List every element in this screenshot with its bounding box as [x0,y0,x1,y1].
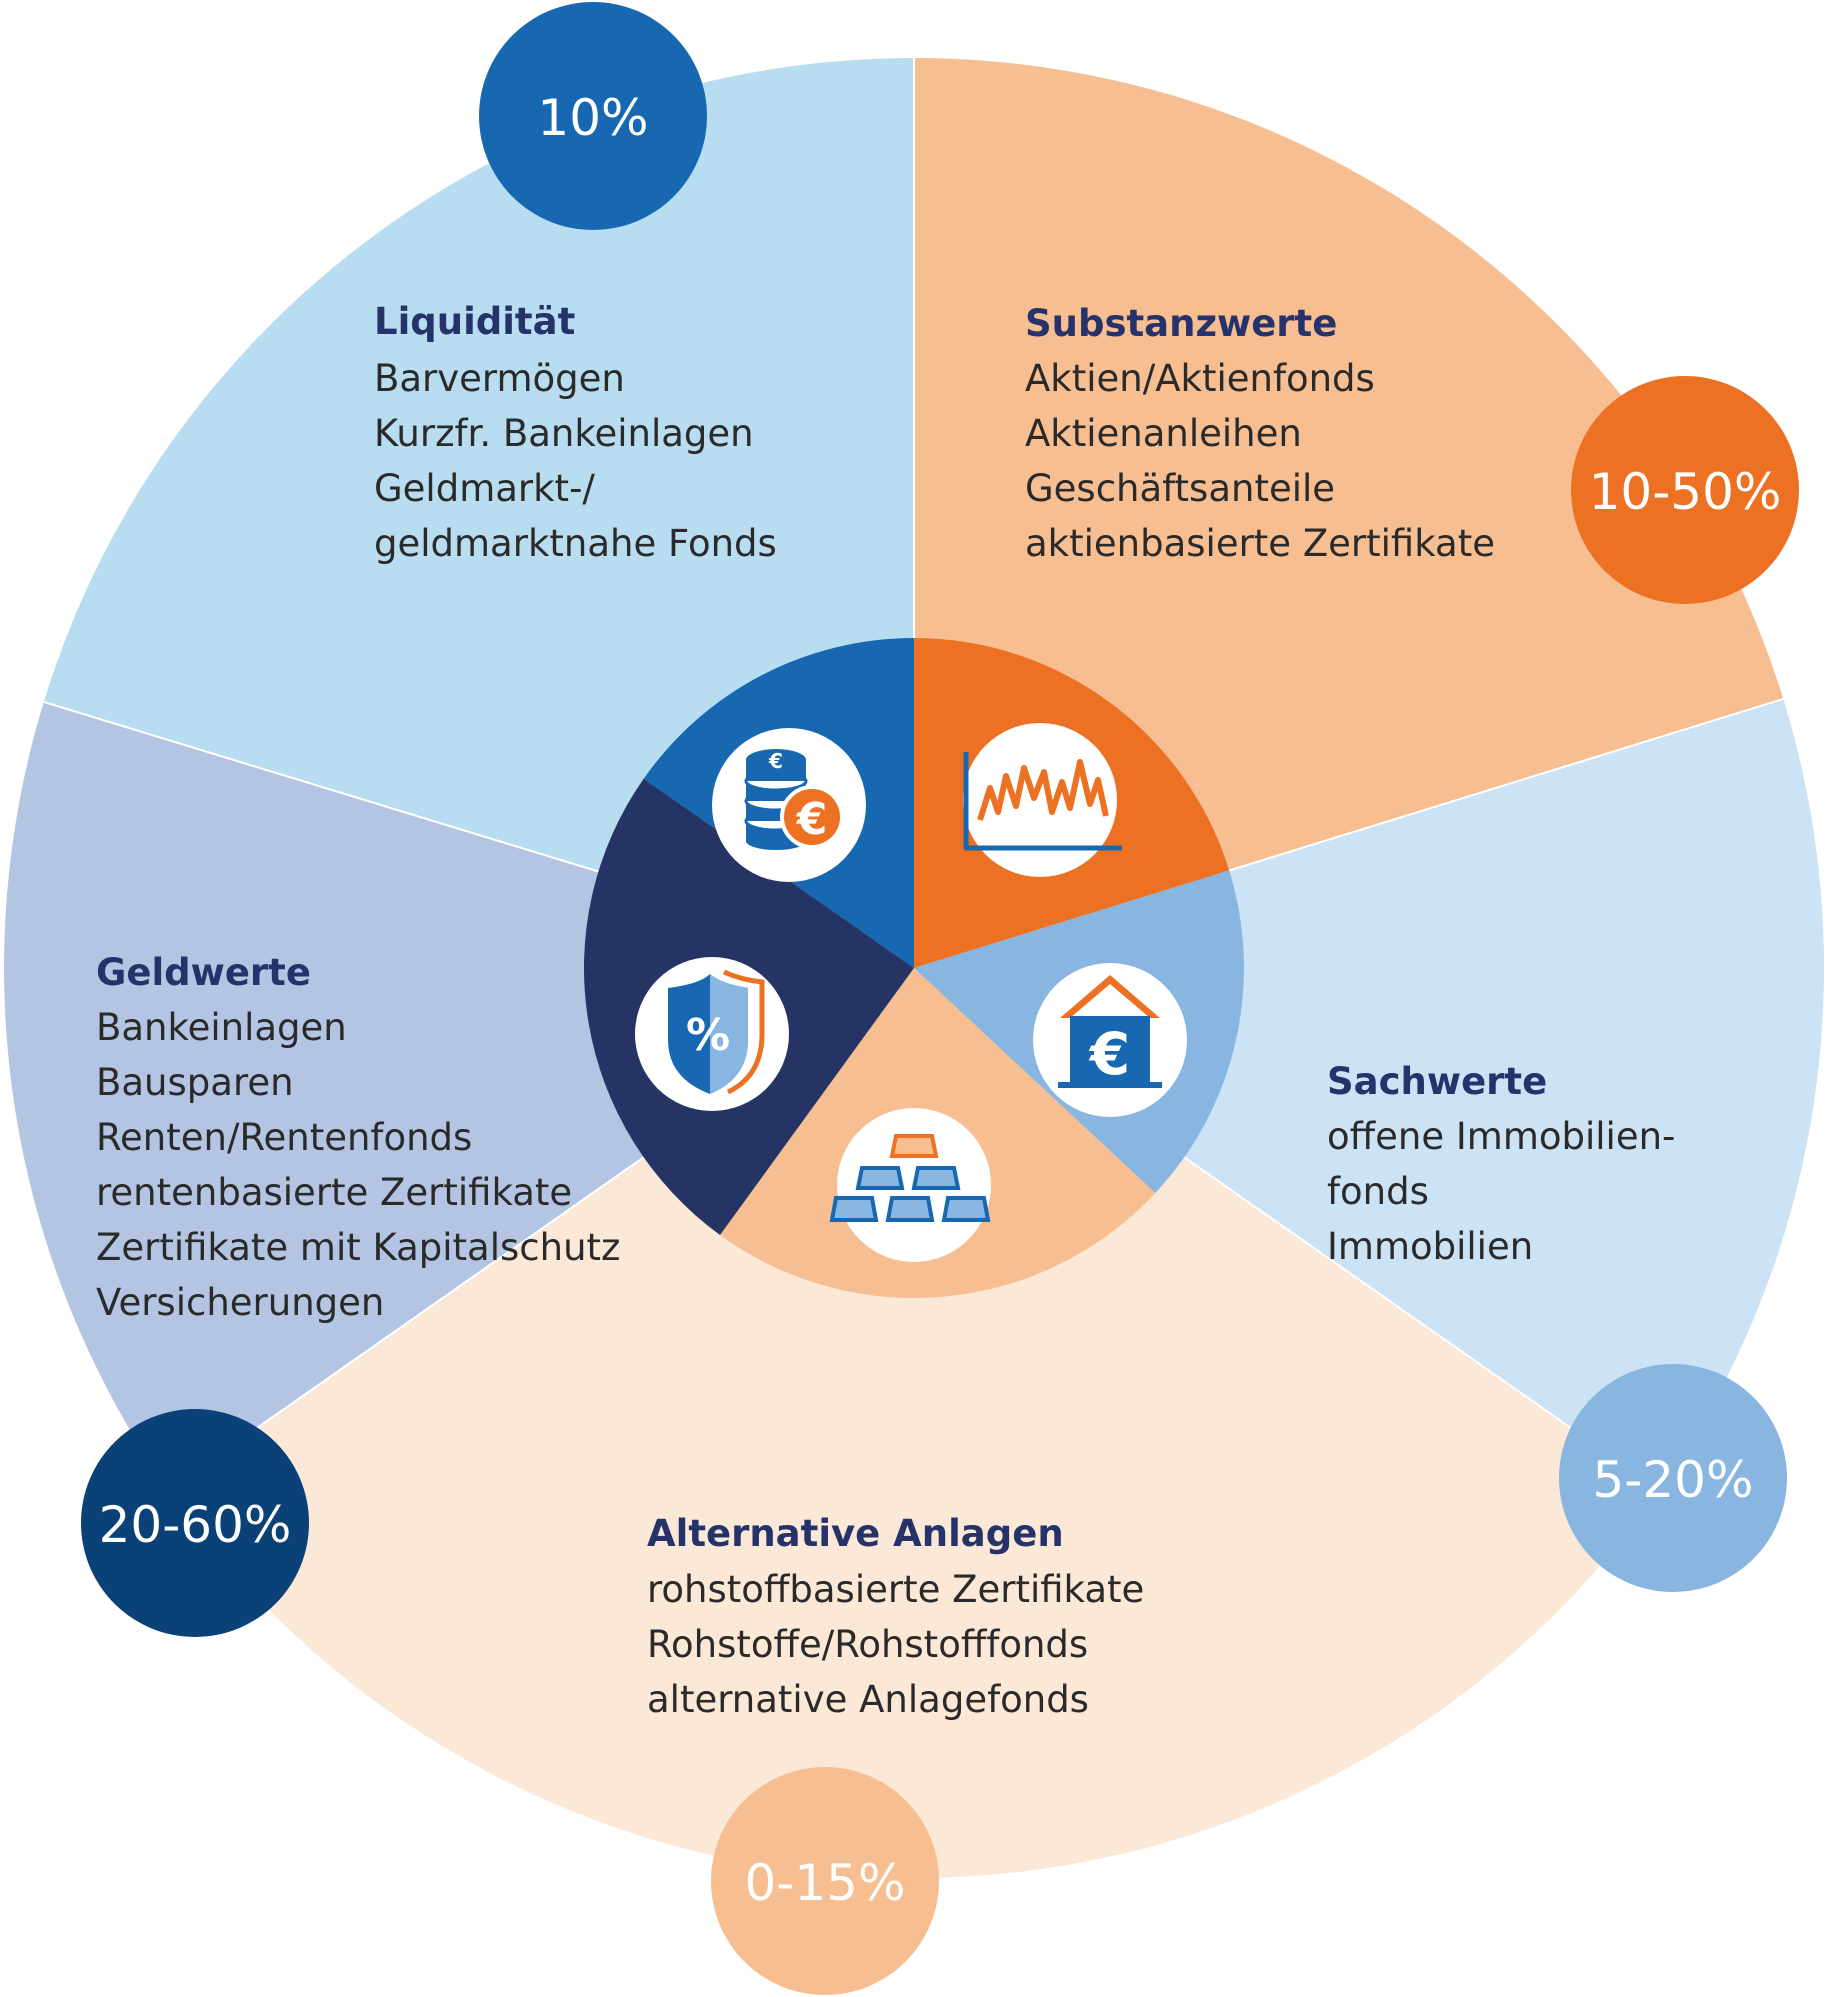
segment-item: Bausparen [96,1061,294,1104]
share-badge [1571,376,1799,604]
label-alternative-anlagen: Alternative Anlagen rohstoffbasierte Zer… [647,1512,1144,1721]
segment-item: rentenbasierte Zertifikate [96,1171,572,1214]
segment-item: Aktienanleihen [1025,412,1302,455]
icon-gold-bars [829,1108,991,1262]
share-value: 0-15% [745,1854,906,1912]
segment-item: Geldmarkt-/ [374,467,595,510]
segment-item: Rohstoffe/Rohstofffonds [647,1623,1088,1666]
badge-sachwerte: 5-20% [1559,1364,1787,1592]
segment-title: Sachwerte [1327,1060,1547,1103]
icon-house-euro: € [1033,963,1187,1117]
divider [43,700,599,873]
segment-item: rohstoffbasierte Zertifikate [647,1568,1144,1611]
house-euro-icon: € [1058,975,1162,1088]
segment-item: geldmarktnahe Fonds [374,522,777,565]
svg-text:€: € [768,749,783,773]
share-value: 10-50% [1589,463,1782,521]
segment-item: Zertifikate mit Kapitalschutz [96,1226,620,1269]
segment-item: Renten/Rentenfonds [96,1116,472,1159]
share-value: 10% [537,89,648,147]
segment-item: alternative Anlagefonds [647,1678,1089,1721]
segment-title: Liquidität [374,300,575,343]
divider [1228,697,1784,872]
icon-percent-shield: % [635,957,789,1111]
segment-item: Aktien/Aktienfonds [1025,357,1375,400]
icon-stock-chart [963,723,1122,877]
badge-substanzwerte: 10-50% [1571,376,1799,604]
segment-item: fonds [1327,1170,1429,1213]
label-geldwerte: Geldwerte Bankeinlagen Bausparen Renten/… [96,951,620,1324]
share-badge [711,1767,939,1995]
label-substanzwerte: Substanzwerte Aktien/Aktienfonds Aktiena… [1025,302,1495,565]
svg-text:€: € [796,794,828,845]
label-liquiditaet: Liquidität Barvermögen Kurzfr. Bankeinla… [374,300,777,565]
gold-bars-icon [829,1134,991,1222]
share-value: 5-20% [1593,1451,1754,1509]
svg-text:%: % [686,1010,730,1061]
segment-item: Immobilien [1327,1225,1533,1268]
segment-item: aktienbasierte Zertifikate [1025,522,1495,565]
stock-chart-icon [963,752,1122,851]
segment-title: Substanzwerte [1025,302,1337,345]
share-badge [81,1409,309,1637]
share-badge [1559,1364,1787,1592]
segment-item: Bankeinlagen [96,1006,347,1049]
share-value: 20-60% [99,1496,292,1554]
segment-item: offene Immobilien- [1327,1115,1675,1158]
svg-text:€: € [1088,1020,1130,1088]
percent-shield-icon: % [668,969,765,1095]
sector-sachwerte [914,698,1824,1490]
sector-alternative-anlagen [168,968,1660,1879]
badge-liquiditaet: 10% [479,2,707,230]
coins-euro-icon: € € [744,749,844,850]
segment-item: Geschäftsanteile [1025,467,1335,510]
segment-item: Versicherungen [96,1281,384,1324]
segment-title: Alternative Anlagen [647,1512,1064,1555]
icon-coins-euro: € € [712,728,866,882]
badge-geldwerte: 20-60% [81,1409,309,1637]
segment-item: Barvermögen [374,357,625,400]
segment-item: Kurzfr. Bankeinlagen [374,412,754,455]
segment-title: Geldwerte [96,951,311,994]
badge-alternative-anlagen: 0-15% [711,1767,939,1995]
label-sachwerte: Sachwerte offene Immobilien- fonds Immob… [1327,1060,1675,1268]
share-badge [479,2,707,230]
